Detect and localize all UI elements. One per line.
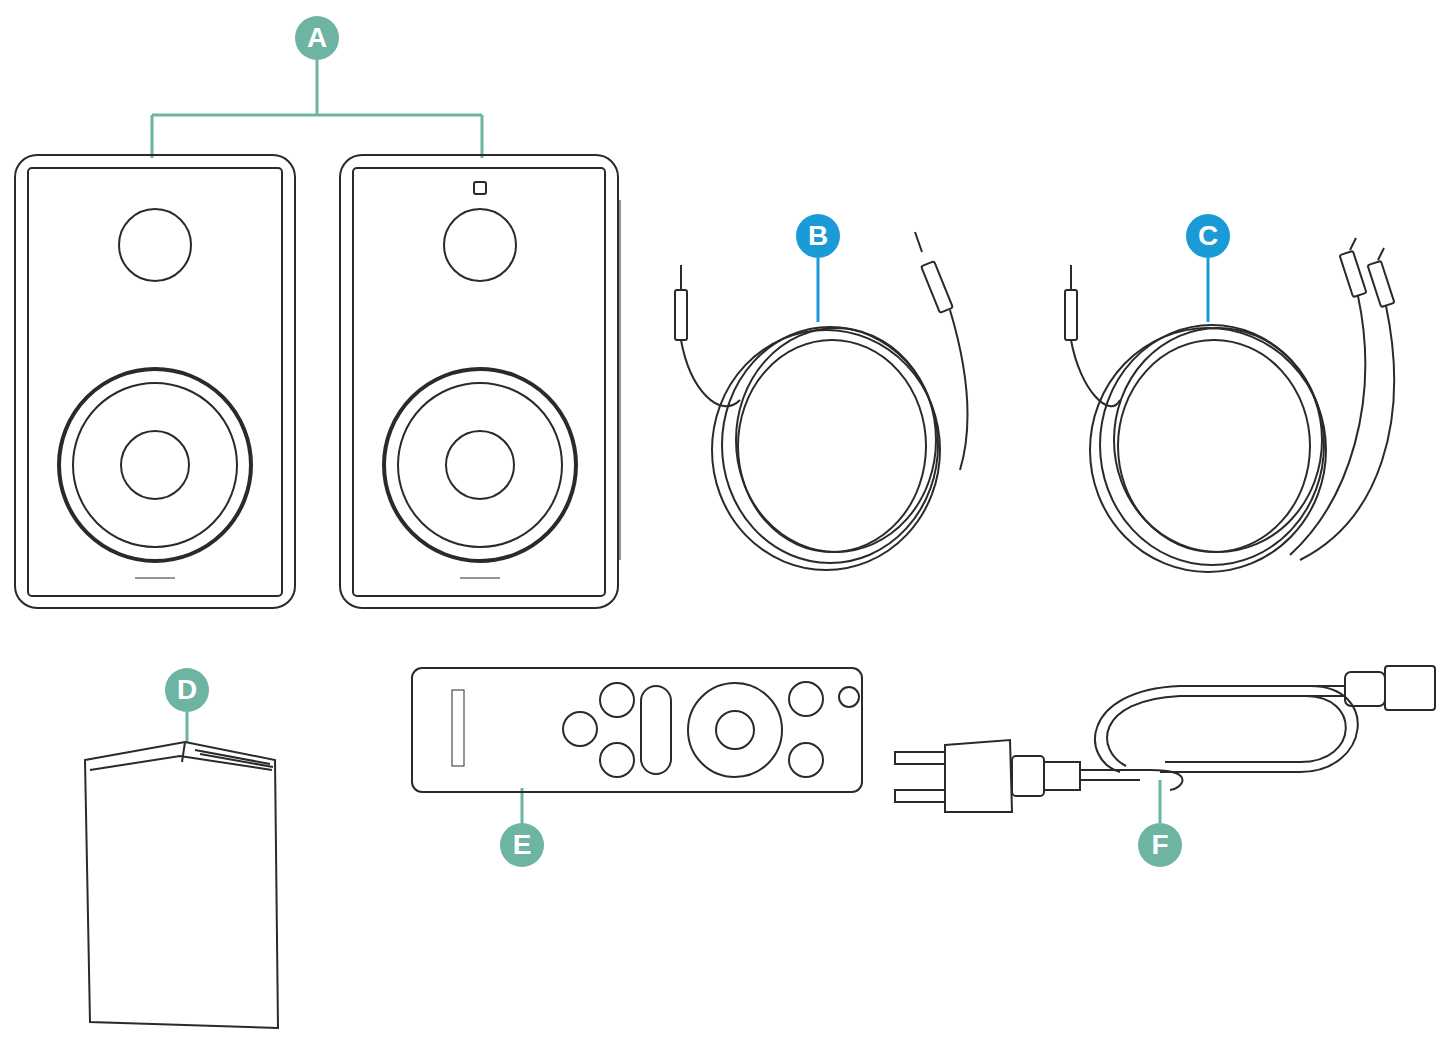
leader-lines: [152, 60, 1160, 823]
rca-cable: [1065, 238, 1394, 572]
left-speaker: [15, 155, 295, 608]
right-speaker: [340, 155, 620, 608]
callout-letter: E: [500, 823, 544, 867]
remote-control: [412, 668, 862, 792]
user-manual: [85, 742, 278, 1028]
power-cord: [895, 666, 1435, 812]
callout-letter: A: [295, 16, 339, 60]
callout-letter: C: [1186, 214, 1230, 258]
callout-letter: D: [165, 668, 209, 712]
callout-letter: F: [1138, 823, 1182, 867]
callout-letter: B: [796, 214, 840, 258]
audio-cable: [675, 232, 967, 570]
